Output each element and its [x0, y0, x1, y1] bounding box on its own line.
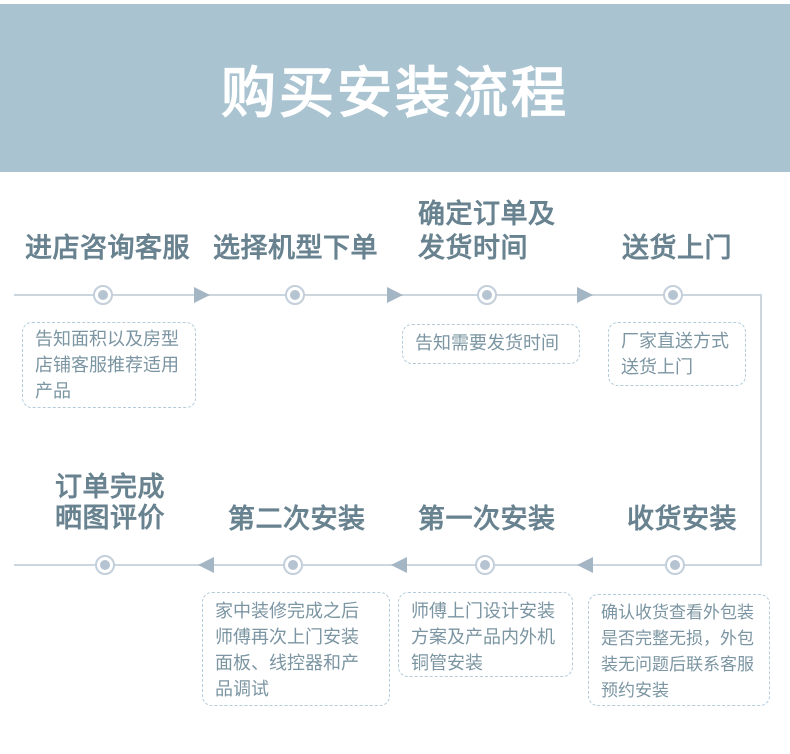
arrow-right-icon	[577, 287, 593, 303]
arrow-left-icon	[198, 557, 214, 573]
note-box-home-delivery: 厂家直送方式 送货上门	[608, 322, 746, 386]
step-label-receive-install: 收货安装	[627, 504, 737, 534]
timeline-node	[283, 555, 303, 575]
timeline-node	[665, 555, 685, 575]
note-box-delivery-time: 告知需要发货时间	[402, 324, 580, 364]
arrow-right-icon	[387, 287, 403, 303]
note-box-receive-install: 确认收货查看外包装 是否完整无损，外包 装无问题后联系客服 预约安装	[588, 594, 770, 706]
note-box-second-install: 家中装修完成之后 师傅再次上门安装 面板、线控器和产 品调试	[202, 592, 390, 706]
step-label-second-install: 第二次安装	[228, 504, 366, 534]
timeline-node	[663, 285, 683, 305]
page-title: 购买安装流程	[220, 62, 569, 124]
note-box-consult-service: 告知面积以及房型 店铺客服推荐适用 产品	[22, 322, 196, 408]
flow-line-vertical	[760, 294, 762, 566]
timeline-node	[93, 285, 113, 305]
timeline-node	[95, 555, 115, 575]
timeline-node	[475, 555, 495, 575]
step-label-first-install: 第一次安装	[418, 504, 556, 534]
note-box-first-install: 师傅上门设计安装 方案及产品内外机 铜管安装	[398, 592, 573, 677]
arrow-right-icon	[194, 287, 210, 303]
step-label-order-complete: 订单完成 晒图评价	[55, 472, 165, 533]
timeline-node	[477, 285, 497, 305]
arrow-left-icon	[577, 557, 593, 573]
timeline-node	[285, 285, 305, 305]
step-label-select-model: 选择机型下单	[213, 233, 378, 263]
flow-line-row2	[14, 564, 762, 566]
step-label-consult-service: 进店咨询客服	[25, 233, 190, 263]
step-label-confirm-order: 确定订单及 发货时间	[418, 199, 556, 263]
section-header-band: 购买安装流程	[0, 4, 790, 172]
arrow-left-icon	[391, 557, 407, 573]
step-label-home-delivery: 送货上门	[622, 233, 732, 263]
